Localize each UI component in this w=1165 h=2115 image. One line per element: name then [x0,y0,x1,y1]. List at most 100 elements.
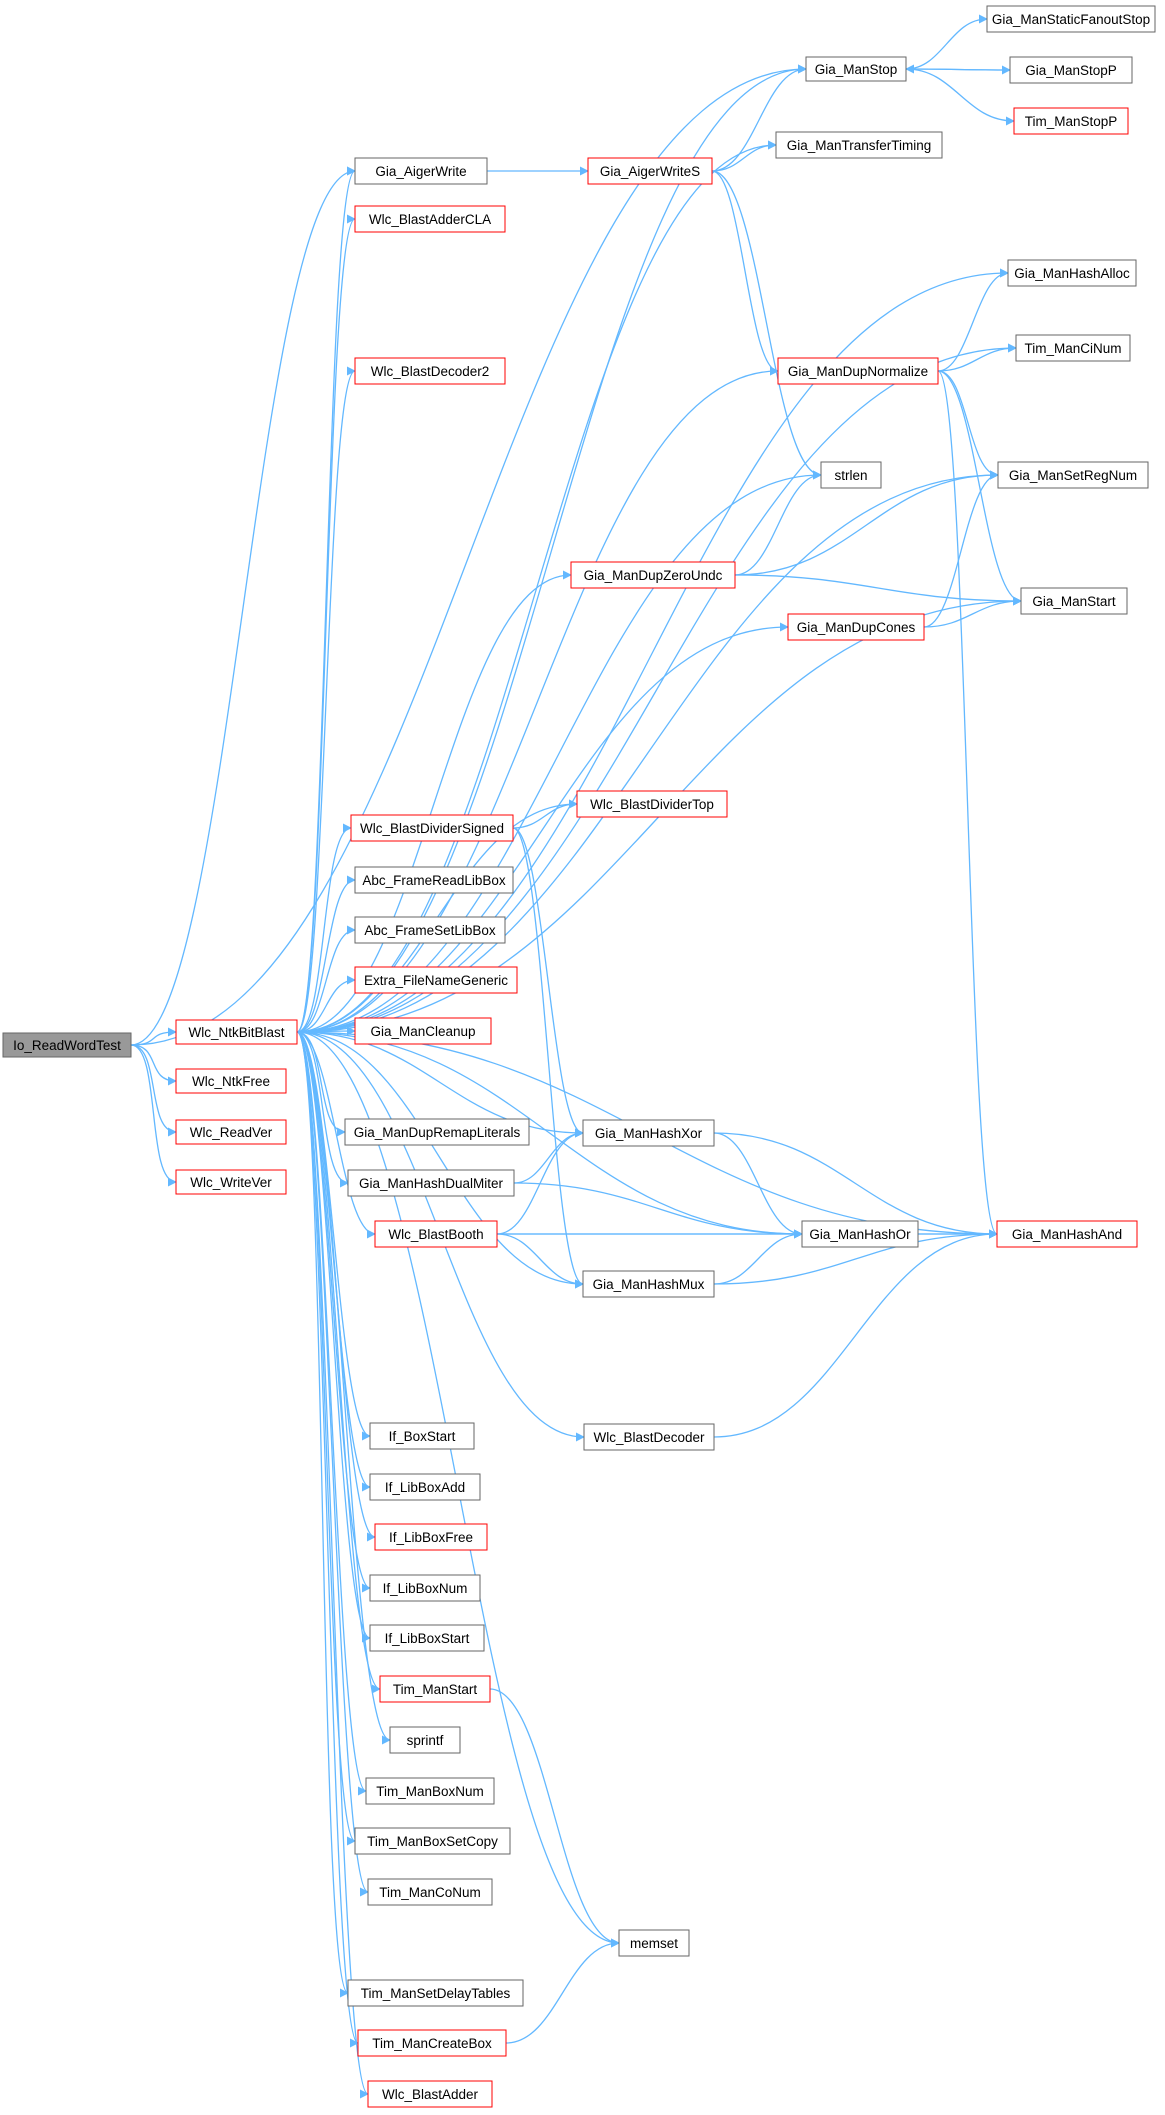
node-gia-manhashand[interactable]: Gia_ManHashAnd [996,1220,1138,1248]
node-label: Gia_ManStop [815,62,898,77]
node-if-libboxnum[interactable]: If_LibBoxNum [369,1574,481,1602]
node-gia-manhashxor[interactable]: Gia_ManHashXor [582,1119,715,1147]
node-label: If_LibBoxNum [383,1581,468,1596]
node-box [354,1827,511,1855]
node-box [354,866,514,894]
node-sprintf[interactable]: sprintf [389,1726,461,1754]
edge-wlc-ntkbitblast-to-gia-manducones [296,622,789,1033]
node-gia-manhashdualmiter[interactable]: Gia_ManHashDualMiter [347,1169,515,1197]
node-memset[interactable]: memset [618,1929,690,1957]
node-box [350,814,514,842]
node-box [618,1929,690,1957]
node-label: memset [630,1936,678,1951]
edge-io-readwordtest-to-wlc-readver [130,1044,177,1137]
node-label: Tim_ManCreateBox [372,2036,492,2051]
node-box [175,1169,287,1195]
node-gia-manstop[interactable]: Gia_ManStop [805,56,907,82]
node-gia-mandupremapliterals[interactable]: Gia_ManDupRemapLiterals [344,1118,530,1146]
edge-wlc-ntkbitblast-to-gia-mandupzeroundc [296,570,572,1033]
node-label: Tim_ManCoNum [379,1885,481,1900]
node-wlc-blastdividertop[interactable]: Wlc_BlastDividerTop [576,790,728,818]
node-gia-mantransfertiming[interactable]: Gia_ManTransferTiming [775,131,943,159]
edge-io-readwordtest-to-gia-aigerwrite [130,166,356,1046]
node-gia-mandupcones[interactable]: Gia_ManDupCones [787,613,925,641]
node-tim-manstart[interactable]: Tim_ManStart [379,1675,491,1703]
node-if-libboxstart[interactable]: If_LibBoxStart [369,1624,485,1652]
node-gia-aigerwrite[interactable]: Gia_AigerWrite [354,157,488,185]
node-wlc-blastadder[interactable]: Wlc_BlastAdder [367,2080,493,2108]
node-tim-mancinum[interactable]: Tim_ManCiNum [1015,334,1131,362]
edge-wlc-blastbooth-to-gia-manhashxor [496,1128,584,1235]
node-wlc-blastdecoder[interactable]: Wlc_BlastDecoder [583,1423,715,1451]
node-wlc-ntkbitblast[interactable]: Wlc_NtkBitBlast [175,1019,298,1045]
node-label: If_LibBoxAdd [385,1480,465,1495]
node-box [175,1119,287,1145]
edge-wlc-blastdividersigned-to-gia-manhashxor [512,827,584,1138]
edge-gia-manhashxor-to-gia-manhashand [713,1132,998,1239]
node-tim-manstopp[interactable]: Tim_ManStopP [1013,107,1129,135]
node-gia-manstaticfanoutstop[interactable]: Gia_ManStaticFanoutStop [986,5,1156,33]
node-if-boxstart[interactable]: If_BoxStart [369,1422,475,1450]
edges [130,14,1022,2099]
node-gia-mandupnormalize[interactable]: Gia_ManDupNormalize [777,357,939,385]
edge-wlc-ntkbitblast-to-sprintf [296,1031,391,1745]
node-box [820,461,882,489]
node-gia-manhashmux[interactable]: Gia_ManHashMux [582,1270,715,1298]
edge-wlc-ntkbitblast-to-if-libboxstart [296,1031,371,1643]
node-box [369,1574,481,1602]
edge-gia-manstop-to-gia-manstaticfanoutstop [905,14,988,70]
node-tim-manboxsetcopy[interactable]: Tim_ManBoxSetCopy [354,1827,511,1855]
node-label: Gia_ManDupRemapLiterals [354,1125,521,1140]
node-gia-manstart[interactable]: Gia_ManStart [1020,587,1128,615]
node-io-readwordtest[interactable]: Io_ReadWordTest [2,1032,132,1058]
node-wlc-ntkfree[interactable]: Wlc_NtkFree [175,1068,287,1094]
node-label: Wlc_ReadVer [190,1125,273,1140]
node-gia-mancleanup[interactable]: Gia_ManCleanup [354,1017,492,1045]
node-box [389,1726,461,1754]
node-strlen[interactable]: strlen [820,461,882,489]
edge-wlc-blastdecoder-to-gia-manhashand [713,1229,998,1438]
node-gia-mandupzeroundc[interactable]: Gia_ManDupZeroUndc [570,561,736,589]
node-gia-mansetregnum[interactable]: Gia_ManSetRegNum [997,461,1149,489]
node-wlc-blastaddercla[interactable]: Wlc_BlastAdderCLA [354,205,506,233]
node-box [787,613,925,641]
node-tim-mansetdelaytables[interactable]: Tim_ManSetDelayTables [347,1979,524,2007]
edge-gia-manducones-to-gia-manstart [923,596,1022,628]
edge-wlc-ntkbitblast-to-wlc-blastaddercla [296,214,356,1033]
node-tim-manboxnum[interactable]: Tim_ManBoxNum [365,1777,495,1805]
node-if-libboxfree[interactable]: If_LibBoxFree [374,1523,488,1551]
node-abc-framesetlibbox[interactable]: Abc_FrameSetLibBox [354,916,506,944]
edge-gia-mandupnormalize-to-gia-manstart [937,370,1022,606]
node-box [570,561,736,589]
edge-wlc-ntkbitblast-to-if-libboxnum [296,1031,371,1593]
node-label: Wlc_BlastDecoder [593,1430,705,1445]
node-label: Gia_ManHashMux [593,1277,705,1292]
edge-wlc-ntkbitblast-to-strlen [296,470,822,1033]
edge-gia-mandupnormalize-to-tim-mancinum [937,343,1017,372]
node-abc-framereadlibbox[interactable]: Abc_FrameReadLibBox [354,866,514,894]
node-box [997,461,1149,489]
nodes: Io_ReadWordTest Wlc_NtkBitBlastWlc_NtkFre… [2,5,1156,2108]
node-box [996,1220,1138,1248]
node-extra-filenamegeneric[interactable]: Extra_FileNameGeneric [354,966,518,994]
node-tim-manconum[interactable]: Tim_ManCoNum [367,1878,493,1906]
node-label: Wlc_BlastAdderCLA [369,212,491,227]
node-box [775,131,943,159]
edge-gia-aigerwrites-to-gia-manstop [711,64,807,172]
node-wlc-readver[interactable]: Wlc_ReadVer [175,1119,287,1145]
node-label: Tim_ManStart [393,1682,478,1697]
node-wlc-writever[interactable]: Wlc_WriteVer [175,1169,287,1195]
node-if-libboxadd[interactable]: If_LibBoxAdd [369,1473,481,1501]
node-tim-mancreatebox[interactable]: Tim_ManCreateBox [357,2029,507,2057]
node-gia-aigerwrites[interactable]: Gia_AigerWriteS [587,157,713,185]
node-label: Wlc_BlastDecoder2 [371,364,490,379]
node-wlc-blastdecoder2[interactable]: Wlc_BlastDecoder2 [354,357,506,385]
node-gia-manhashor[interactable]: Gia_ManHashOr [801,1220,919,1248]
node-gia-manstopp[interactable]: Gia_ManStopP [1009,56,1133,84]
edge-gia-aigerwrites-to-gia-mandupnormalize [711,170,779,376]
node-wlc-blastdividersigned[interactable]: Wlc_BlastDividerSigned [350,814,514,842]
node-label: Wlc_BlastDividerSigned [360,821,504,836]
node-gia-manhashalloc[interactable]: Gia_ManHashAlloc [1007,259,1137,287]
node-wlc-blastbooth[interactable]: Wlc_BlastBooth [374,1220,498,1248]
